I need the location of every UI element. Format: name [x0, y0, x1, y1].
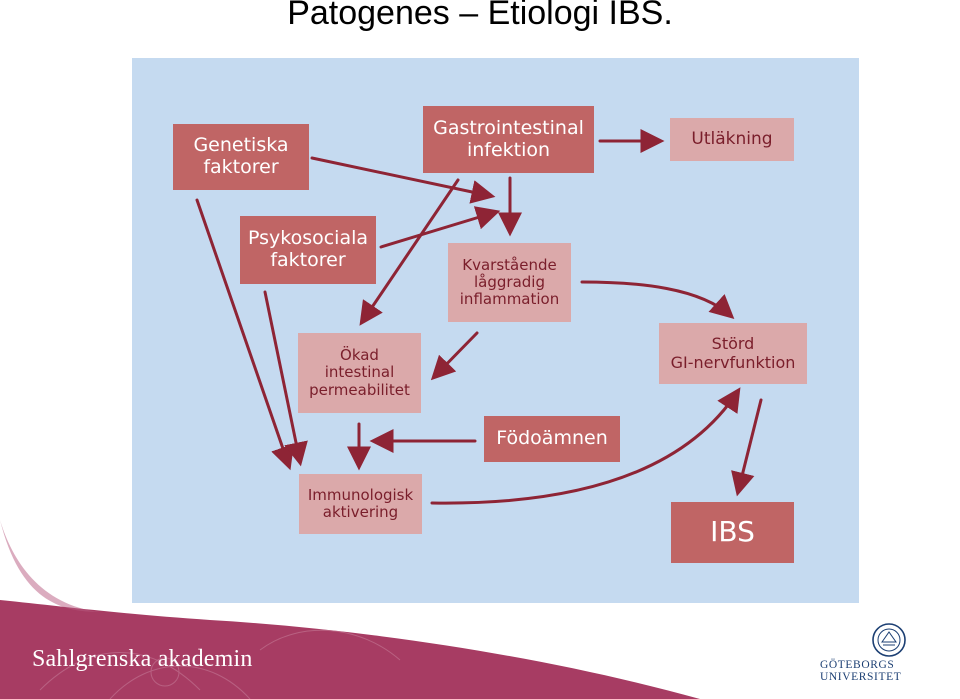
arrow-genetiska-to-gastro: [310, 156, 496, 204]
box-psykosociala-faktorer: Psykosociala faktorer: [240, 216, 376, 284]
university-seal-icon: [872, 623, 906, 657]
box-genetiska-faktorer: Genetiska faktorer: [173, 124, 309, 190]
box-okad-permeabilitet: Ökad intestinal permeabilitet: [298, 333, 421, 413]
box-kvarstaende-inflammation: Kvarstående låggradig inflammation: [448, 243, 571, 322]
box-utlakning: Utläkning: [670, 118, 794, 161]
box-stord-gi-nervfunktion: Störd GI-nervfunktion: [659, 323, 807, 384]
box-gastrointestinal-infektion: Gastrointestinal infektion: [423, 106, 594, 173]
arrow-immuno-to-stord: [430, 387, 741, 505]
goteborgs-universitet-logo-text: GÖTEBORGS UNIVERSITET: [820, 659, 902, 683]
arrow-kvarstaende-to-stord: [580, 280, 735, 320]
arrow-gastro-to-okad: [359, 178, 460, 326]
arrow-psyko-to-gastro: [379, 206, 501, 249]
sahlgrenska-logo-text: Sahlgrenska akademin: [32, 646, 253, 672]
arrow-psyko-to-immuno: [263, 290, 308, 467]
box-immunologisk-aktivering: Immunologisk aktivering: [299, 474, 422, 534]
slide-title: Patogenes – Etiologi IBS.: [287, 0, 673, 32]
box-ibs: IBS: [671, 502, 794, 563]
arrow-genetiska-to-immuno: [195, 198, 294, 471]
box-fodoamnen: Födoämnen: [484, 416, 620, 462]
arrow-kvarstaende-to-okad: [430, 331, 479, 381]
arrow-stord-to-ibs: [731, 398, 763, 497]
